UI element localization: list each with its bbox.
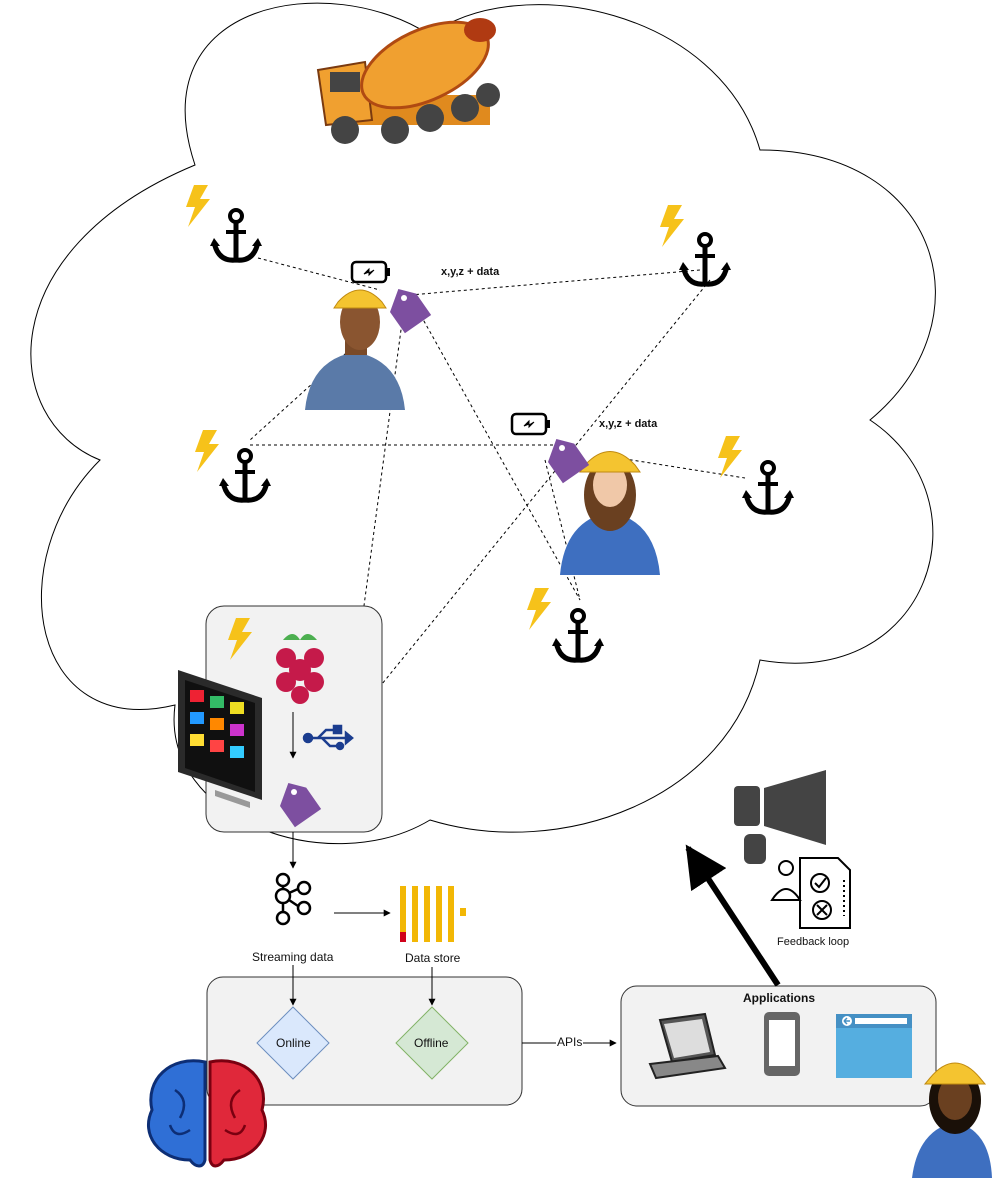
browser-icon	[836, 1014, 912, 1078]
applications-label: Applications	[743, 991, 816, 1005]
usb-icon	[302, 724, 354, 751]
feedback-arrow	[685, 844, 781, 987]
feedback-loop-label: Feedback loop	[777, 936, 850, 948]
battery-icon-2	[510, 412, 552, 436]
processing-box	[206, 976, 523, 1106]
brain-icon	[146, 1059, 268, 1168]
feedback-document-icon	[770, 857, 851, 929]
tag-data-label-2: x,y,z + data	[599, 418, 658, 430]
online-node	[256, 1006, 330, 1080]
apis-label: APIs	[556, 1035, 584, 1049]
tag-data-label-1: x,y,z + data	[441, 266, 500, 278]
offline-label: Offline	[414, 1036, 449, 1050]
cloud-boundary	[30, 2, 936, 845]
data-store-label: Data store	[405, 951, 461, 965]
monitor-icon	[178, 670, 262, 808]
kafka-icon	[274, 872, 312, 926]
phone-icon	[764, 1012, 800, 1076]
battery-icon-1	[350, 260, 392, 284]
online-label: Online	[276, 1036, 311, 1050]
megaphone-icon	[734, 770, 826, 864]
laptop-icon	[648, 1012, 727, 1080]
data-store-icon	[400, 886, 466, 942]
female-operator-icon	[912, 1062, 992, 1178]
female-worker-icon	[560, 451, 660, 575]
male-worker-icon	[305, 289, 405, 410]
streaming-data-label: Streaming data	[252, 950, 334, 964]
concrete-mixer-truck-icon	[316, 18, 500, 144]
offline-node	[395, 1006, 469, 1080]
raspberry-pi-icon	[276, 634, 324, 704]
